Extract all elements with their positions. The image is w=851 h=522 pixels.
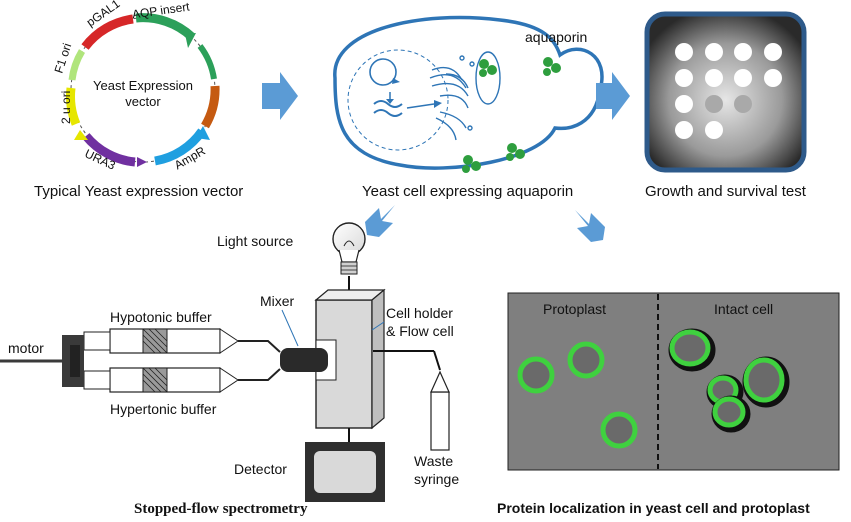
light-source-label: Light source — [217, 233, 293, 249]
stopped-flow-apparatus: Light source Cell holder & Flow cell Mix… — [0, 222, 459, 517]
er-golgi — [429, 55, 475, 141]
waste-label: Waste — [414, 453, 453, 469]
localization-micrograph: Protoplast Intact cell Protein localizat… — [497, 292, 840, 516]
segment-2u-ori — [66, 87, 81, 126]
aquaporin-label: aquaporin — [525, 29, 587, 45]
mixer — [280, 348, 328, 372]
protoplast-1 — [517, 356, 555, 394]
hypotonic-label: Hypotonic buffer — [110, 309, 212, 325]
aquaporin-icon — [462, 57, 561, 173]
plasmid-in-cell — [369, 58, 397, 86]
plasmid-caption: Typical Yeast expression vector — [34, 183, 243, 200]
stopped-flow-caption: Stopped-flow spectrometry — [134, 501, 308, 517]
light-bulb-icon — [332, 222, 366, 275]
hypertonic-label: Hypertonic buffer — [110, 401, 217, 417]
intact-cells — [668, 328, 790, 433]
segment-orange — [201, 85, 220, 129]
intact-cell-4 — [712, 396, 746, 428]
cell-holder-label-2: & Flow cell — [386, 323, 454, 339]
segment-flank — [197, 44, 217, 80]
segment-pgal1 — [81, 14, 134, 50]
protoplast-label: Protoplast — [543, 301, 606, 317]
yeast-cell-caption: Yeast cell expressing aquaporin — [362, 183, 573, 200]
detector-label: Detector — [234, 461, 287, 477]
mixer-label: Mixer — [260, 293, 295, 309]
protoplast-cells — [517, 341, 638, 449]
plate-background — [644, 11, 807, 173]
intact-cell-1 — [669, 329, 711, 367]
intact-cell-2 — [743, 357, 785, 403]
growth-caption: Growth and survival test — [645, 183, 807, 200]
segment-aqp — [135, 13, 196, 41]
syringe-hypotonic — [83, 328, 281, 354]
flow-arrow-down-left — [365, 205, 395, 237]
colony-grid — [675, 43, 782, 139]
flow-arrow-down-right — [575, 210, 605, 242]
waste-label-2: syringe — [414, 471, 459, 487]
flow-arrow-right-1 — [262, 72, 298, 120]
plasmid-map: Yeast Expression vector pGAL1 AQP insert… — [34, 0, 243, 200]
protoplast-3 — [600, 411, 638, 449]
mrna-2 — [373, 109, 403, 117]
intact-cell-label: Intact cell — [714, 301, 773, 317]
plasmid-center-label-2: vector — [125, 94, 161, 109]
syringe-hypertonic — [83, 367, 281, 393]
flow-arrow-right-2 — [596, 72, 630, 120]
waste-syringe — [430, 370, 450, 451]
cell-holder-label: Cell holder — [386, 305, 453, 321]
plasmid-center-label: Yeast Expression — [93, 78, 193, 93]
segment-ura3 — [82, 133, 136, 167]
nucleus — [347, 49, 449, 151]
yeast-cell-diagram: aquaporin Yeast cell expressing aquapori… — [333, 15, 604, 200]
localization-caption: Protein localization in yeast cell and p… — [497, 500, 810, 516]
segment-f1-ori — [68, 49, 86, 81]
mrna-1 — [373, 100, 403, 108]
motor-label: motor — [8, 340, 44, 356]
protoplast-2 — [567, 341, 605, 379]
vacuole — [475, 51, 501, 105]
label-2u-ori: 2 u ori — [59, 91, 73, 124]
motor-icon — [0, 335, 84, 387]
growth-plate: Growth and survival test — [644, 11, 807, 200]
